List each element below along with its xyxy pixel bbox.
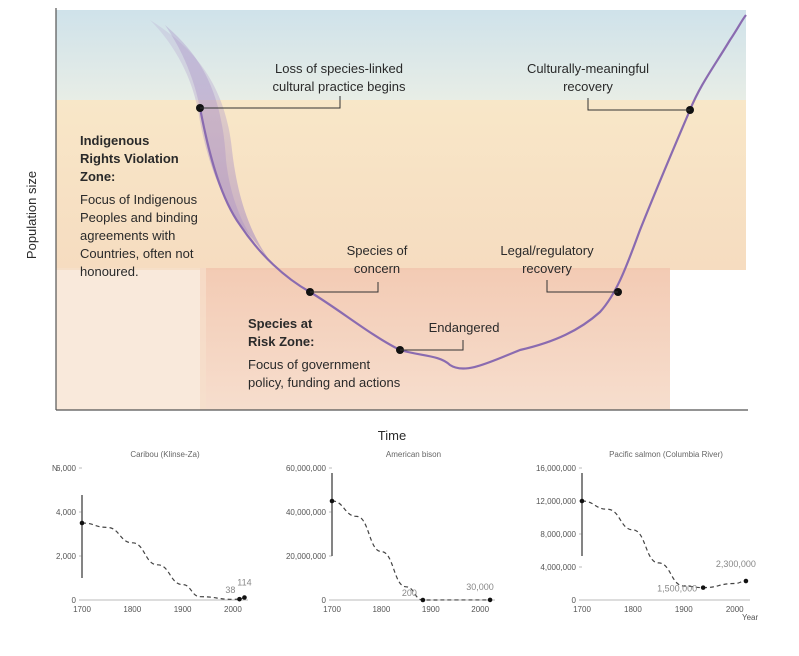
y-tick-label: 60,000,000 xyxy=(286,464,327,473)
leader-loss xyxy=(200,96,341,109)
data-label: 1,500,000 xyxy=(657,584,697,594)
data-label: 2,300,000 xyxy=(716,559,756,569)
data-label: 114 xyxy=(237,577,251,587)
data-point xyxy=(743,578,749,584)
data-point xyxy=(420,597,426,603)
y-axis-label: Population size xyxy=(24,171,39,259)
irv-title-line2: Rights Violation xyxy=(80,151,179,166)
x-tick-label: 1900 xyxy=(174,605,192,614)
x-axis-label: Time xyxy=(378,428,406,443)
x-tick-label: 1700 xyxy=(573,605,591,614)
leader-legal xyxy=(546,280,618,293)
sar-title-line1: Species at xyxy=(248,316,313,331)
data-point xyxy=(329,498,335,504)
callout-legal-line2: recovery xyxy=(522,261,572,276)
x-axis-label: Year xyxy=(742,613,759,622)
callout-cultural-line1: Culturally-meaningful xyxy=(527,61,649,76)
leader-cultural xyxy=(587,98,690,111)
irv-desc-line1: Focus of Indigenous xyxy=(80,192,198,207)
risk-band-left-fade xyxy=(56,268,206,410)
data-label: 200 xyxy=(402,588,417,598)
x-tick-label: 2000 xyxy=(224,605,242,614)
irv-desc-line4: Countries, often not xyxy=(80,246,194,261)
y-tick-label: 6,000 xyxy=(56,464,77,473)
y-tick-label: 8,000,000 xyxy=(540,530,576,539)
callout-loss-line1: Loss of species-linked xyxy=(275,61,403,76)
sar-title-line2: Risk Zone: xyxy=(248,334,314,349)
sar-desc-line1: Focus of government xyxy=(248,357,371,372)
series-line xyxy=(581,500,746,589)
uncertainty-plume-inner xyxy=(165,25,270,262)
y-tick-label: 16,000,000 xyxy=(536,464,577,473)
x-tick-label: 1700 xyxy=(73,605,91,614)
chart-title: Pacific salmon (Columbia River) xyxy=(609,450,723,459)
irv-desc-line5: honoured. xyxy=(80,264,139,279)
middle-band xyxy=(56,100,746,270)
callout-concern-line1: Species of xyxy=(347,243,408,258)
y-tick-label: 4,000 xyxy=(56,508,77,517)
data-point xyxy=(579,498,585,504)
irv-desc-line2: Peoples and binding xyxy=(80,210,198,225)
y-axis-label: N xyxy=(52,464,58,473)
population-curve xyxy=(198,14,747,370)
y-tick-label: 0 xyxy=(72,596,77,605)
chart-title: American bison xyxy=(386,450,441,459)
leader-endangered xyxy=(400,340,464,351)
series-line xyxy=(81,522,245,600)
data-point xyxy=(79,520,85,526)
y-tick-label: 40,000,000 xyxy=(286,508,327,517)
data-point xyxy=(487,597,493,603)
data-label: 30,000 xyxy=(466,582,494,592)
chart-title: Caribou (Klinse-Za) xyxy=(130,450,200,459)
x-tick-label: 1800 xyxy=(624,605,642,614)
y-tick-label: 0 xyxy=(572,596,577,605)
x-tick-label: 1700 xyxy=(323,605,341,614)
y-tick-label: 12,000,000 xyxy=(536,497,577,506)
population-decline-diagram: Population size Time Loss of species-lin… xyxy=(24,8,748,443)
y-tick-label: 20,000,000 xyxy=(286,552,327,561)
irv-title-line1: Indigenous xyxy=(80,133,149,148)
salmon-chart: Pacific salmon (Columbia River) Year 16,00… xyxy=(536,450,759,622)
data-label: 38 xyxy=(225,585,235,595)
irv-title-line3: Zone: xyxy=(80,169,115,184)
x-tick-label: 1900 xyxy=(675,605,693,614)
callout-cultural-line2: recovery xyxy=(563,79,613,94)
x-tick-label: 1800 xyxy=(123,605,141,614)
callout-endangered: Endangered xyxy=(429,320,500,335)
callout-legal-line1: Legal/regulatory xyxy=(500,243,594,258)
top-band xyxy=(56,10,746,105)
x-tick-label: 2000 xyxy=(471,605,489,614)
uncertainty-plume xyxy=(150,20,275,268)
y-tick-label: 0 xyxy=(322,596,327,605)
callout-concern-line2: concern xyxy=(354,261,400,276)
sar-desc-line2: policy, funding and actions xyxy=(248,375,401,390)
caribou-chart: Caribou (Klinse-Za) N6,000 4,000 2,000 01700… xyxy=(52,450,252,614)
x-tick-label: 2000 xyxy=(726,605,744,614)
data-point xyxy=(237,596,242,602)
x-tick-label: 1900 xyxy=(422,605,440,614)
series-line xyxy=(331,500,491,601)
data-point xyxy=(700,585,706,590)
data-point xyxy=(242,595,247,600)
y-tick-label: 2,000 xyxy=(56,552,77,561)
leader-concern xyxy=(310,282,379,293)
x-tick-label: 1800 xyxy=(372,605,390,614)
y-tick-label: 4,000,000 xyxy=(540,563,576,572)
bison-chart: American bison 60,000,000 40,000,000 20,000… xyxy=(286,450,495,614)
irv-desc-line3: agreements with xyxy=(80,228,175,243)
callout-loss-line2: cultural practice begins xyxy=(273,79,406,94)
